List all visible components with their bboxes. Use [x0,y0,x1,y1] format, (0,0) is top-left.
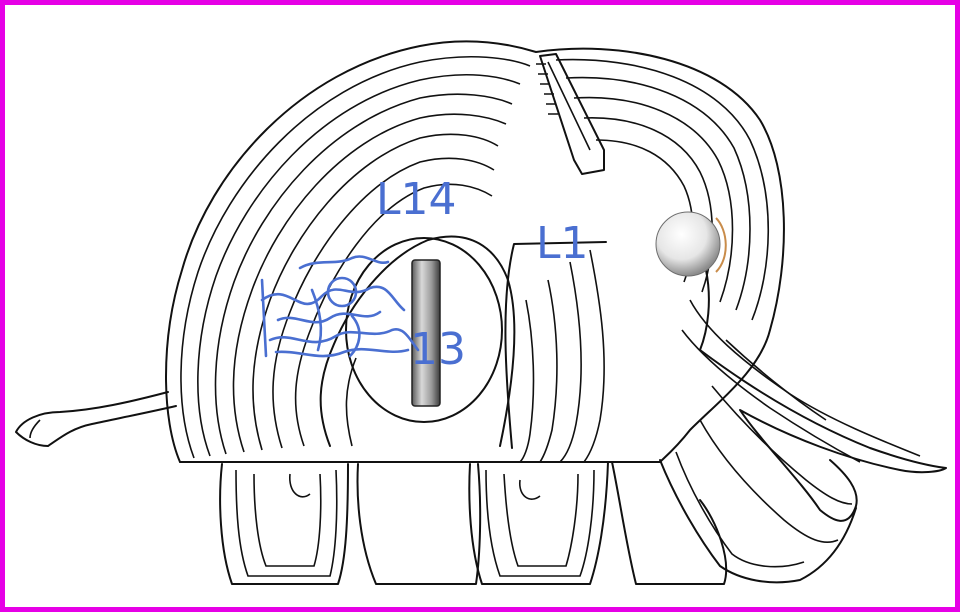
tail [15,391,177,447]
label-top: L14 [376,174,457,225]
body-contours [165,40,785,463]
label-right: L1 [536,218,589,269]
head-contours [504,58,770,463]
eye-sphere-icon [655,211,727,277]
coin-slot-icon [411,259,441,407]
legs [219,461,728,585]
ear-notch [536,53,605,175]
trunk [659,269,947,584]
blue-scribble [260,255,420,358]
label-center: 13 [410,324,466,375]
